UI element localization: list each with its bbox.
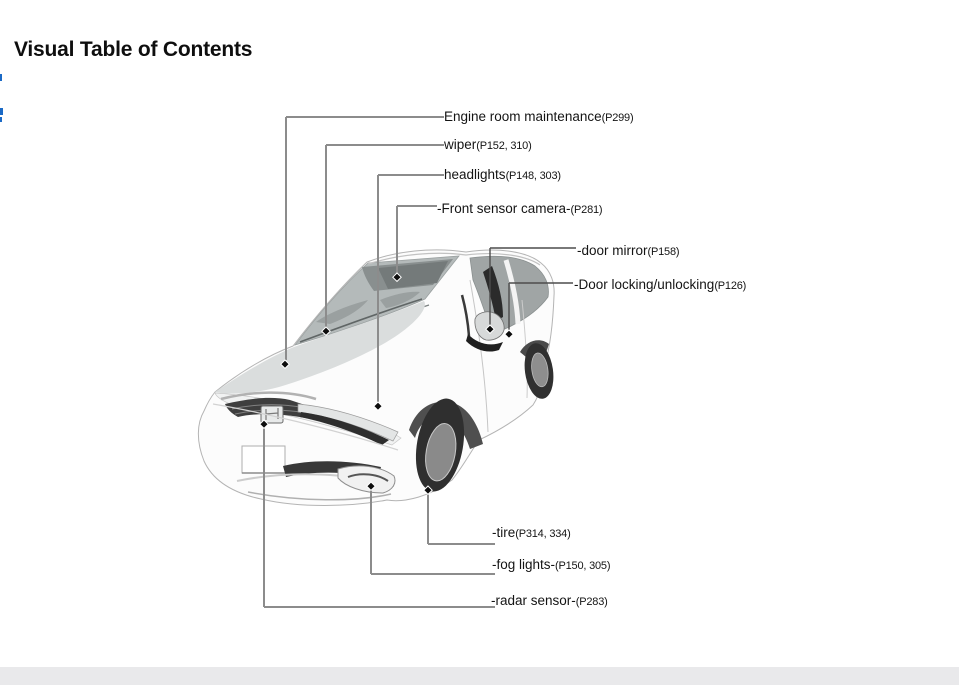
page-title: Visual Table of Contents — [14, 38, 253, 61]
callout-label: -tire — [492, 525, 516, 540]
callout-pages: (P158) — [647, 246, 680, 258]
callout-radar-sensor[interactable]: -radar sensor-(P283) — [491, 591, 608, 611]
callout-door-mirror[interactable]: -door mirror(P158) — [577, 241, 680, 261]
callout-front-sensor-camera[interactable]: -Front sensor camera-(P281) — [437, 199, 603, 219]
clipped-link-fragment[interactable] — [0, 117, 2, 122]
callout-pages: (P150, 305) — [555, 560, 611, 572]
callout-pages: (P152, 310) — [476, 140, 532, 152]
callout-tire[interactable]: -tire(P314, 334) — [492, 523, 571, 543]
front-wheel — [415, 398, 465, 492]
callout-label: headlights — [444, 167, 506, 182]
callout-pages: (P283) — [575, 596, 608, 608]
callout-label: -Front sensor camera- — [437, 201, 571, 216]
rear-wheel — [524, 343, 554, 399]
leader-lines — [263, 116, 576, 608]
callout-label: -radar sensor- — [491, 593, 576, 608]
callout-wiper[interactable]: wiper(P152, 310) — [444, 135, 532, 155]
callout-label: -fog lights- — [492, 557, 556, 572]
callout-label: wiper — [444, 137, 477, 152]
callout-label: -Door locking/unlocking — [574, 277, 715, 292]
callout-pages: (P281) — [570, 204, 603, 216]
callout-label: -door mirror — [577, 243, 648, 258]
callout-label: Engine room maintenance — [444, 109, 602, 124]
footer-bar — [0, 667, 959, 685]
callout-pages: (P314, 334) — [515, 528, 571, 540]
callout-fog-lights[interactable]: -fog lights-(P150, 305) — [492, 555, 611, 575]
callout-engine-room-maintenance[interactable]: Engine room maintenance(P299) — [444, 107, 634, 127]
callout-door-locking-unlocking[interactable]: -Door locking/unlocking(P126) — [574, 275, 746, 295]
clipped-link-fragment[interactable] — [0, 108, 3, 115]
clipped-link-fragment[interactable] — [0, 74, 2, 81]
callout-headlights[interactable]: headlights(P148, 303) — [444, 165, 561, 185]
callout-dots — [259, 272, 514, 496]
callout-pages: (P148, 303) — [505, 170, 561, 182]
callout-pages: (P299) — [601, 112, 634, 124]
callout-pages: (P126) — [714, 280, 747, 292]
